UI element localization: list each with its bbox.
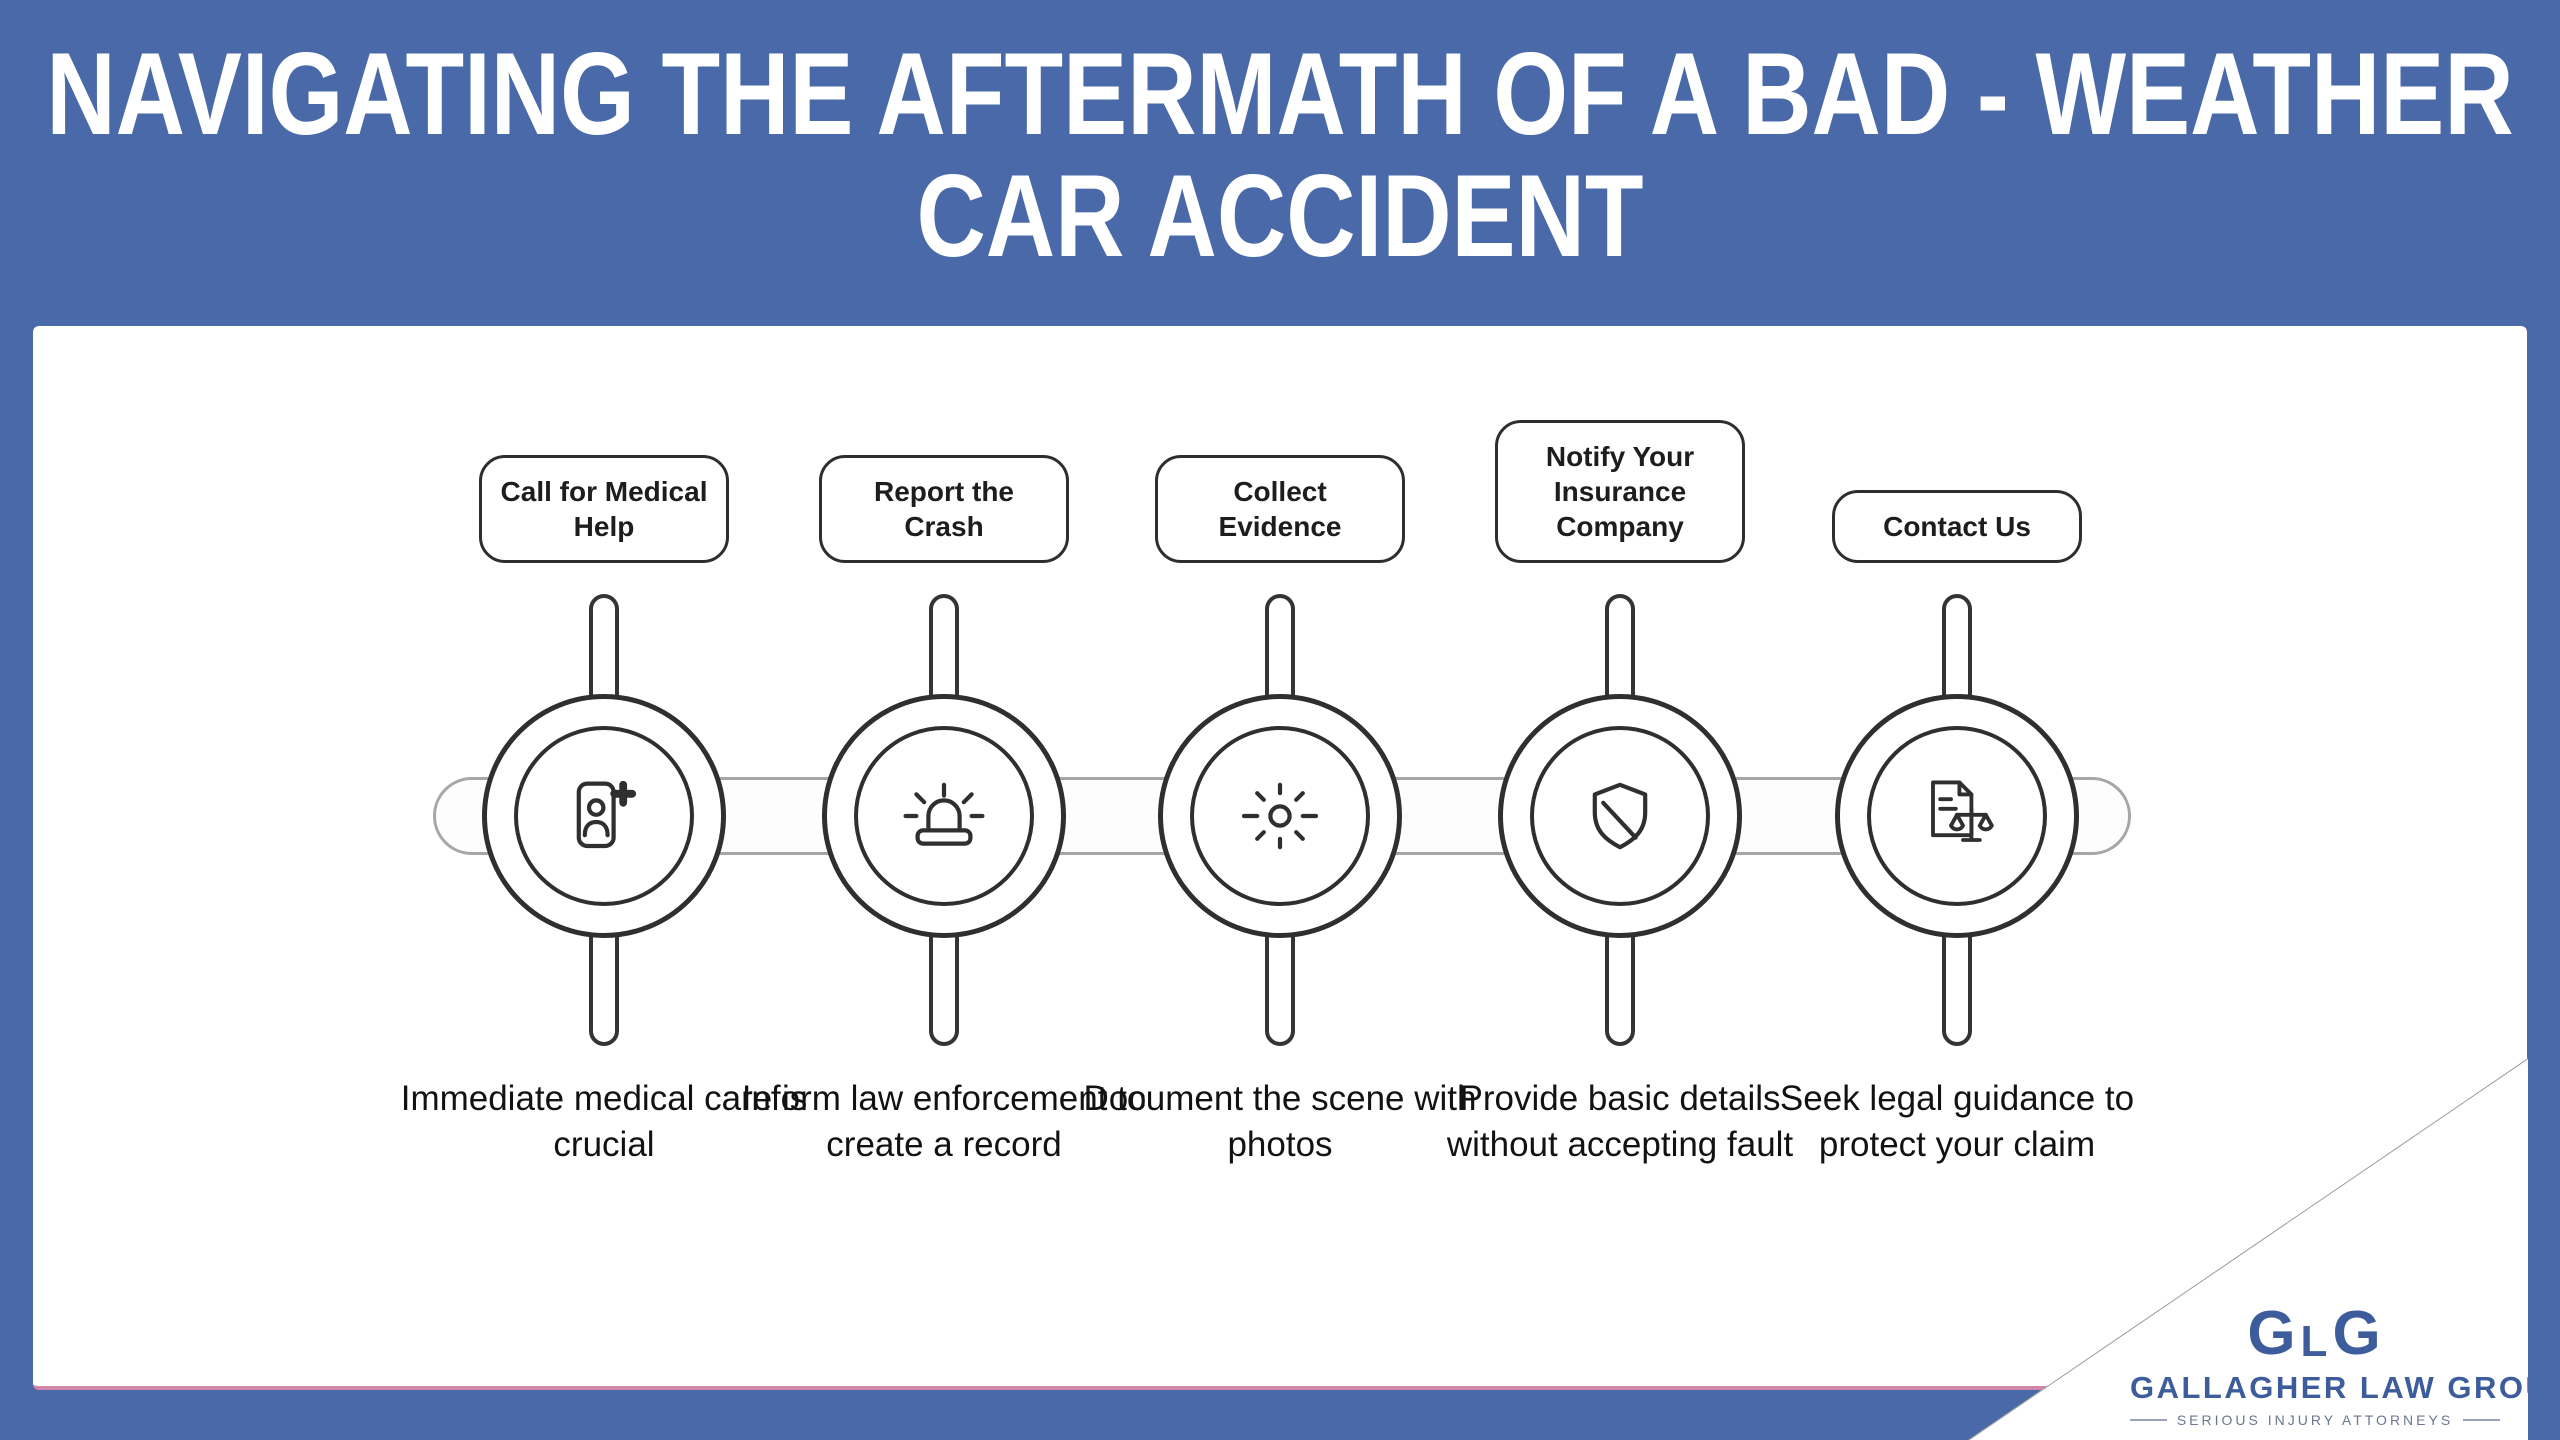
- step-label: Call for Medical Help: [500, 476, 708, 542]
- step-description: Seek legal guidance to protect your clai…: [1779, 1079, 2135, 1165]
- tagline-rule-right: [2463, 1419, 2501, 1421]
- step-label-bubble: Call for Medical Help: [479, 455, 729, 563]
- logo-name: GALLAGHER LAW GROUP: [2130, 1370, 2560, 1405]
- step-notify-your-insurance-company: Notify Your Insurance Company Provide ba…: [1447, 326, 1793, 1386]
- siren-icon: [903, 782, 985, 846]
- gallagher-law-group-logo: G L G GALLAGHER LAW GROUP SERIOUS INJURY…: [2130, 1299, 2560, 1428]
- step-description: Inform law enforcement to create a recor…: [741, 1079, 1147, 1165]
- step-node: [1498, 694, 1742, 938]
- step-description: Document the scene with photos: [1083, 1079, 1477, 1165]
- step-label: Collect Evidence: [1218, 476, 1342, 542]
- legal-scales-document-icon: [1931, 780, 1994, 842]
- step-description: Immediate medical care is crucial: [400, 1079, 808, 1165]
- step-description: Provide basic details without accepting …: [1446, 1079, 1794, 1165]
- step-label-bubble: Collect Evidence: [1155, 455, 1405, 563]
- glg-monogram: G L G: [2247, 1299, 2383, 1369]
- step-node: [482, 694, 726, 938]
- medical-id-card-icon: [576, 780, 637, 849]
- page-title: NAVIGATING THE AFTERMATH OF A BAD - WEAT…: [0, 34, 2560, 278]
- step-node: [822, 694, 1066, 938]
- page-title-line1: NAVIGATING THE AFTERMATH OF A BAD - WEAT…: [46, 29, 2514, 160]
- camera-flash-icon: [1241, 782, 1319, 850]
- step-label: Contact Us: [1883, 511, 2031, 542]
- shield-icon: [1592, 782, 1648, 850]
- step-label-bubble: Contact Us: [1832, 490, 2082, 563]
- page-title-line2: CAR ACCIDENT: [916, 150, 1644, 282]
- logo-tagline: SERIOUS INJURY ATTORNEYS: [2130, 1412, 2501, 1428]
- content-panel: Call for Medical Help Immediate medical …: [33, 326, 2527, 1390]
- step-label: Notify Your Insurance Company: [1545, 441, 1695, 542]
- step-collect-evidence: Collect Evidence Document the scene with…: [1084, 326, 1476, 1386]
- tagline-text: SERIOUS INJURY ATTORNEYS: [2176, 1412, 2454, 1428]
- step-label-bubble: Notify Your Insurance Company: [1495, 420, 1745, 563]
- step-node: [1835, 694, 2079, 938]
- step-node: [1158, 694, 1402, 938]
- step-report-the-crash: Report the Crash Inform law enforcement …: [742, 326, 1146, 1386]
- step-call-for-medical-help: Call for Medical Help Immediate medical …: [401, 326, 807, 1386]
- step-label: Report the Crash: [874, 476, 1014, 542]
- tagline-rule-left: [2130, 1419, 2167, 1421]
- step-label-bubble: Report the Crash: [819, 455, 1069, 563]
- step-contact-us: Contact Us Seek legal guidance to: [1780, 326, 2134, 1386]
